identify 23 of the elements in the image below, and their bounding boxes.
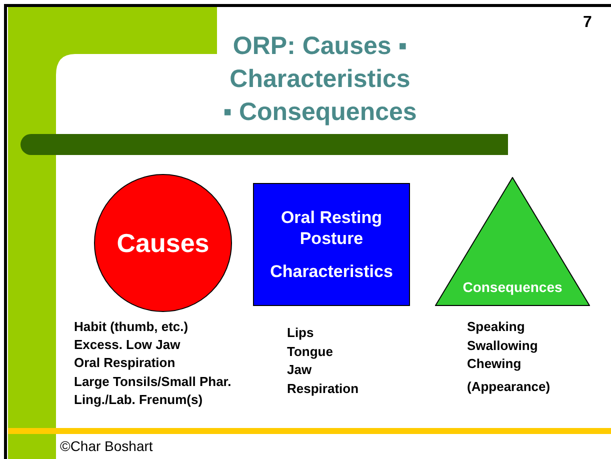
causes-circle xyxy=(94,174,232,312)
list-item: Ling./Lab. Frenum(s) xyxy=(74,390,204,409)
list-item: Jaw xyxy=(287,361,313,379)
list-item: Oral Respiration xyxy=(74,354,176,372)
list-item: Lips xyxy=(287,324,315,342)
list-item: Habit (thumb, etc.) xyxy=(74,318,190,336)
list-item: Chewing xyxy=(467,355,522,373)
slide-title: ORP: Causes ▪ Characteristics ▪ Consequences xyxy=(222,31,418,128)
characteristics-box xyxy=(253,183,410,306)
list-item: Large Tonsils/Small Phar. xyxy=(74,372,232,391)
shape-label: Consequences xyxy=(462,278,562,297)
consequences-triangle xyxy=(435,177,590,306)
list-item: Excess. Low Jaw xyxy=(74,336,182,354)
list-item: Tongue xyxy=(287,342,334,361)
shape-label: Oral Resting Posture xyxy=(280,207,384,249)
list-item: (Appearance) xyxy=(467,378,550,396)
list-item: Speaking xyxy=(467,318,526,336)
shape-label: Characteristics xyxy=(270,261,393,282)
list-item: Respiration xyxy=(287,380,359,398)
shape-label: Causes xyxy=(116,232,210,254)
list-item: Swallowing xyxy=(467,336,539,355)
slide-number: 7 xyxy=(583,14,592,32)
footer-text: ©Char Boshart xyxy=(60,438,153,454)
